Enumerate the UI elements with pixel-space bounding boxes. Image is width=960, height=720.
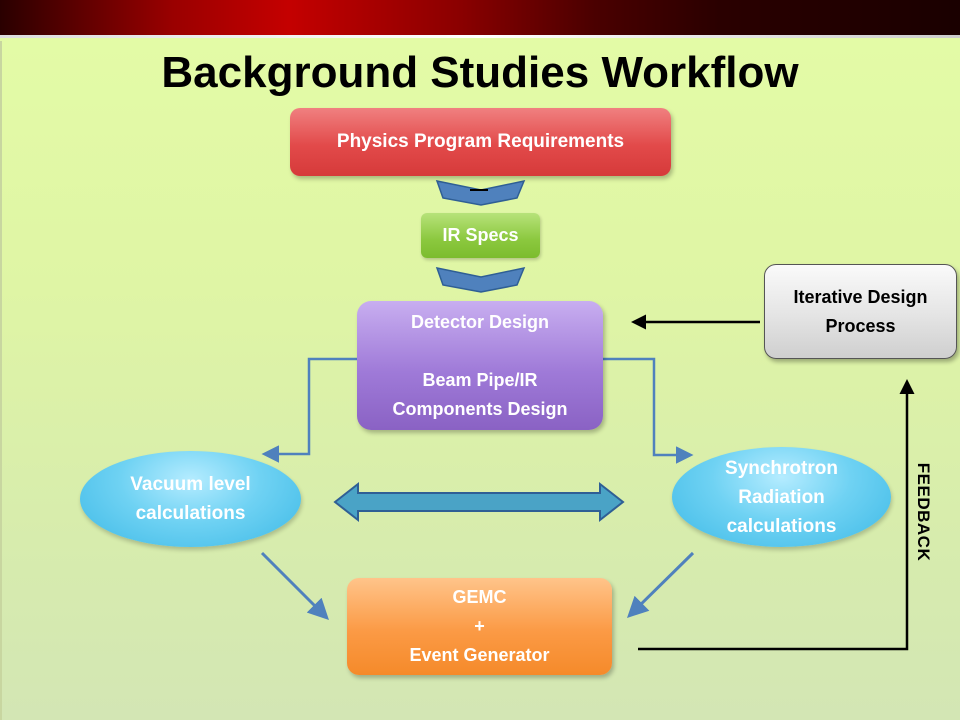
ir-specs-box: IR Specs: [421, 213, 540, 258]
physics-program-label: Physics Program Requirements: [336, 131, 625, 152]
header-bar: [0, 0, 960, 38]
vacuum-level-ellipse: Vacuum level calculations: [80, 451, 301, 547]
detector-design-line3: Components Design: [392, 398, 568, 419]
feedback-label: FEEDBACK: [914, 462, 933, 562]
synchrotron-line2: Radiation: [738, 486, 825, 508]
slide-title: Background Studies Workflow: [161, 48, 799, 97]
chevron-arrow-1: [435, 179, 526, 206]
gemc-line2: +: [474, 616, 485, 636]
synchrotron-line1: Synchrotron: [725, 457, 838, 479]
synchrotron-ellipse: Synchrotron Radiation calculations: [672, 447, 891, 547]
chevron-arrow-2: [435, 266, 526, 293]
physics-program-box: Physics Program Requirements: [290, 108, 671, 176]
detector-design-line1: Detector Design: [410, 311, 550, 332]
detector-design-box: Detector Design Beam Pipe/IR Components …: [357, 301, 603, 430]
arrow-vacuum-to-gemc: [260, 551, 329, 620]
iterative-line2: Process: [825, 315, 896, 336]
gemc-line3: Event Generator: [409, 645, 550, 665]
gemc-box: GEMC + Event Generator: [347, 578, 612, 675]
left-edge-line: [0, 41, 2, 720]
double-headed-arrow: [333, 481, 625, 523]
gemc-line1: GEMC: [452, 587, 507, 607]
feedback-line: [638, 379, 915, 651]
vacuum-line2: calculations: [135, 503, 246, 524]
connector-detector-to-synchrotron: [603, 357, 694, 464]
vacuum-line1: Vacuum level: [130, 474, 251, 495]
synchrotron-line3: calculations: [726, 515, 837, 537]
arrow-synchrotron-to-gemc: [627, 551, 695, 618]
ir-specs-label: IR Specs: [442, 225, 519, 245]
iterative-line1: Iterative Design: [793, 286, 928, 307]
iterative-design-box: Iterative Design Process: [764, 264, 957, 359]
detector-design-line2: Beam Pipe/IR: [422, 369, 538, 390]
connector-detector-to-vacuum: [261, 357, 357, 463]
